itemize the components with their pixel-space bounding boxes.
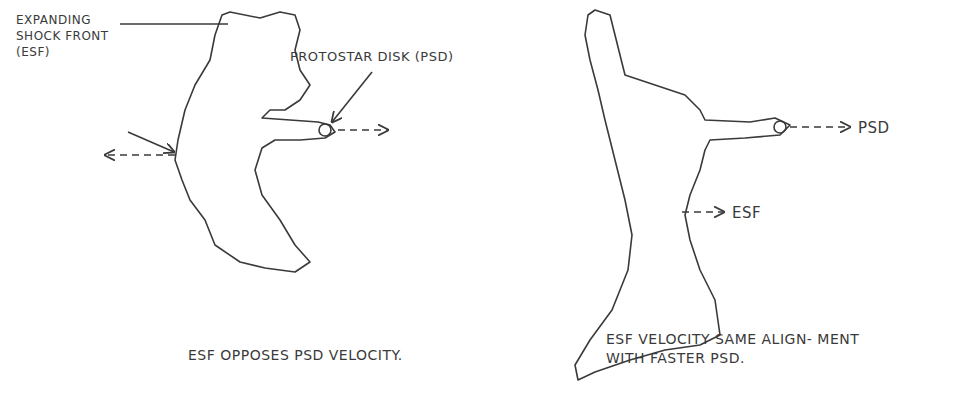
velocity-arrow: [682, 211, 724, 213]
velocity-arrow: [105, 154, 175, 156]
velocity-arrow: [338, 129, 388, 131]
leader-arrow: [332, 72, 372, 122]
disk-circle: [774, 121, 786, 133]
leader-line: [120, 23, 228, 25]
leader-arrow: [128, 132, 174, 152]
caption-text: ESF VELOCITY SAME ALIGN- MENT WITH FASTE…: [606, 330, 868, 368]
vector-label: PSD: [858, 118, 918, 138]
velocity-arrow: [790, 126, 850, 128]
vector-label: ESF: [732, 203, 792, 223]
callout-label: EXPANDING SHOCK FRONT (ESF): [16, 12, 124, 61]
caption-text: ESF OPPOSES PSD VELOCITY.: [188, 346, 478, 365]
callout-label: PROTOSTAR DISK (PSD): [290, 48, 490, 66]
cloud-outline: [575, 10, 790, 380]
disk-circle: [319, 124, 331, 136]
